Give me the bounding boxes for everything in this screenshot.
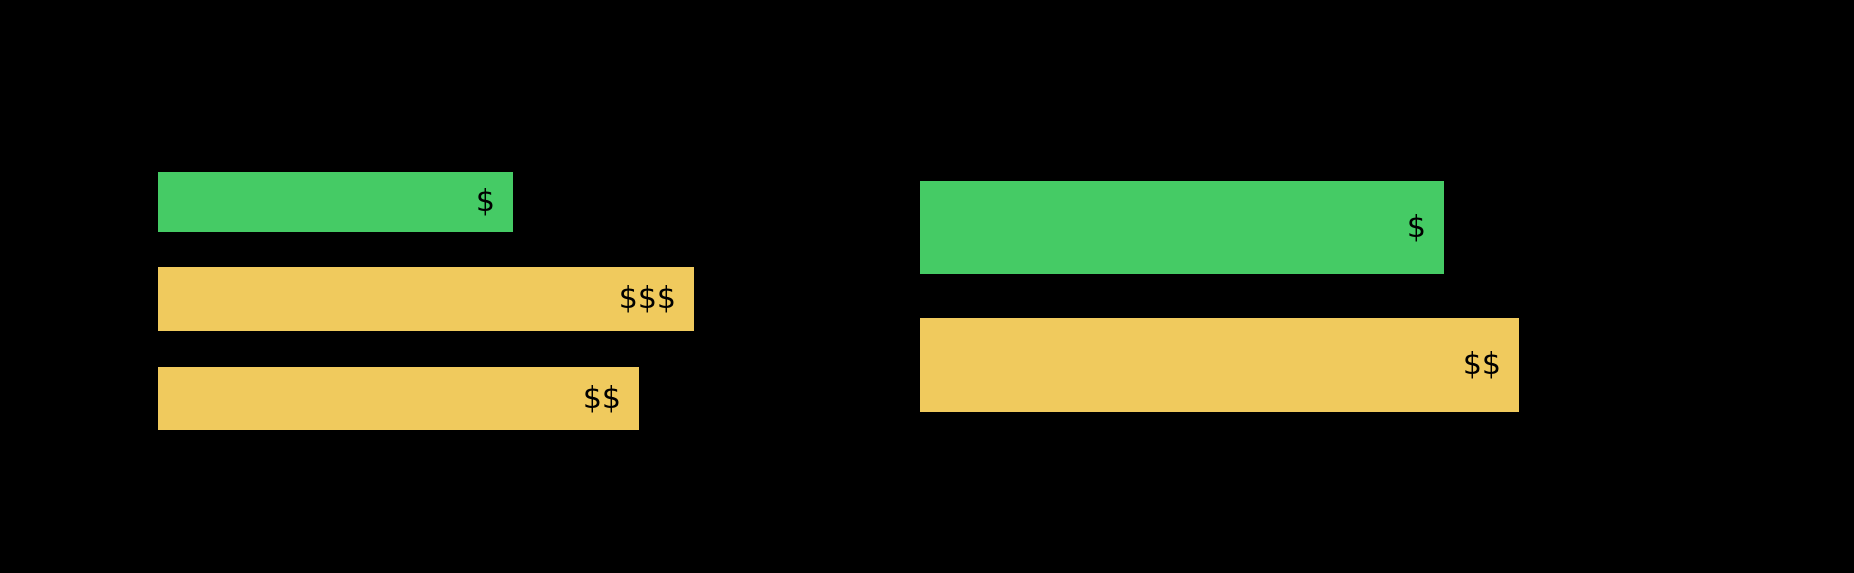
bar-right-1[interactable]: $$ (920, 318, 1519, 412)
bar-label-right-1: $$ (1462, 347, 1501, 382)
left-panel: $ $$$ $$ (158, 172, 694, 430)
bar-label-right-0: $ (1406, 209, 1426, 245)
bar-left-0[interactable]: $ (158, 172, 513, 232)
bar-left-1[interactable]: $$$ (158, 267, 694, 331)
bar-label-left-0: $ (475, 184, 495, 219)
bar-label-left-2: $$ (582, 380, 621, 416)
bar-right-0[interactable]: $ (920, 181, 1444, 274)
right-panel: $ $$ (920, 0, 1854, 573)
bar-left-2[interactable]: $$ (158, 367, 639, 430)
bar-label-left-1: $$$ (618, 281, 676, 316)
